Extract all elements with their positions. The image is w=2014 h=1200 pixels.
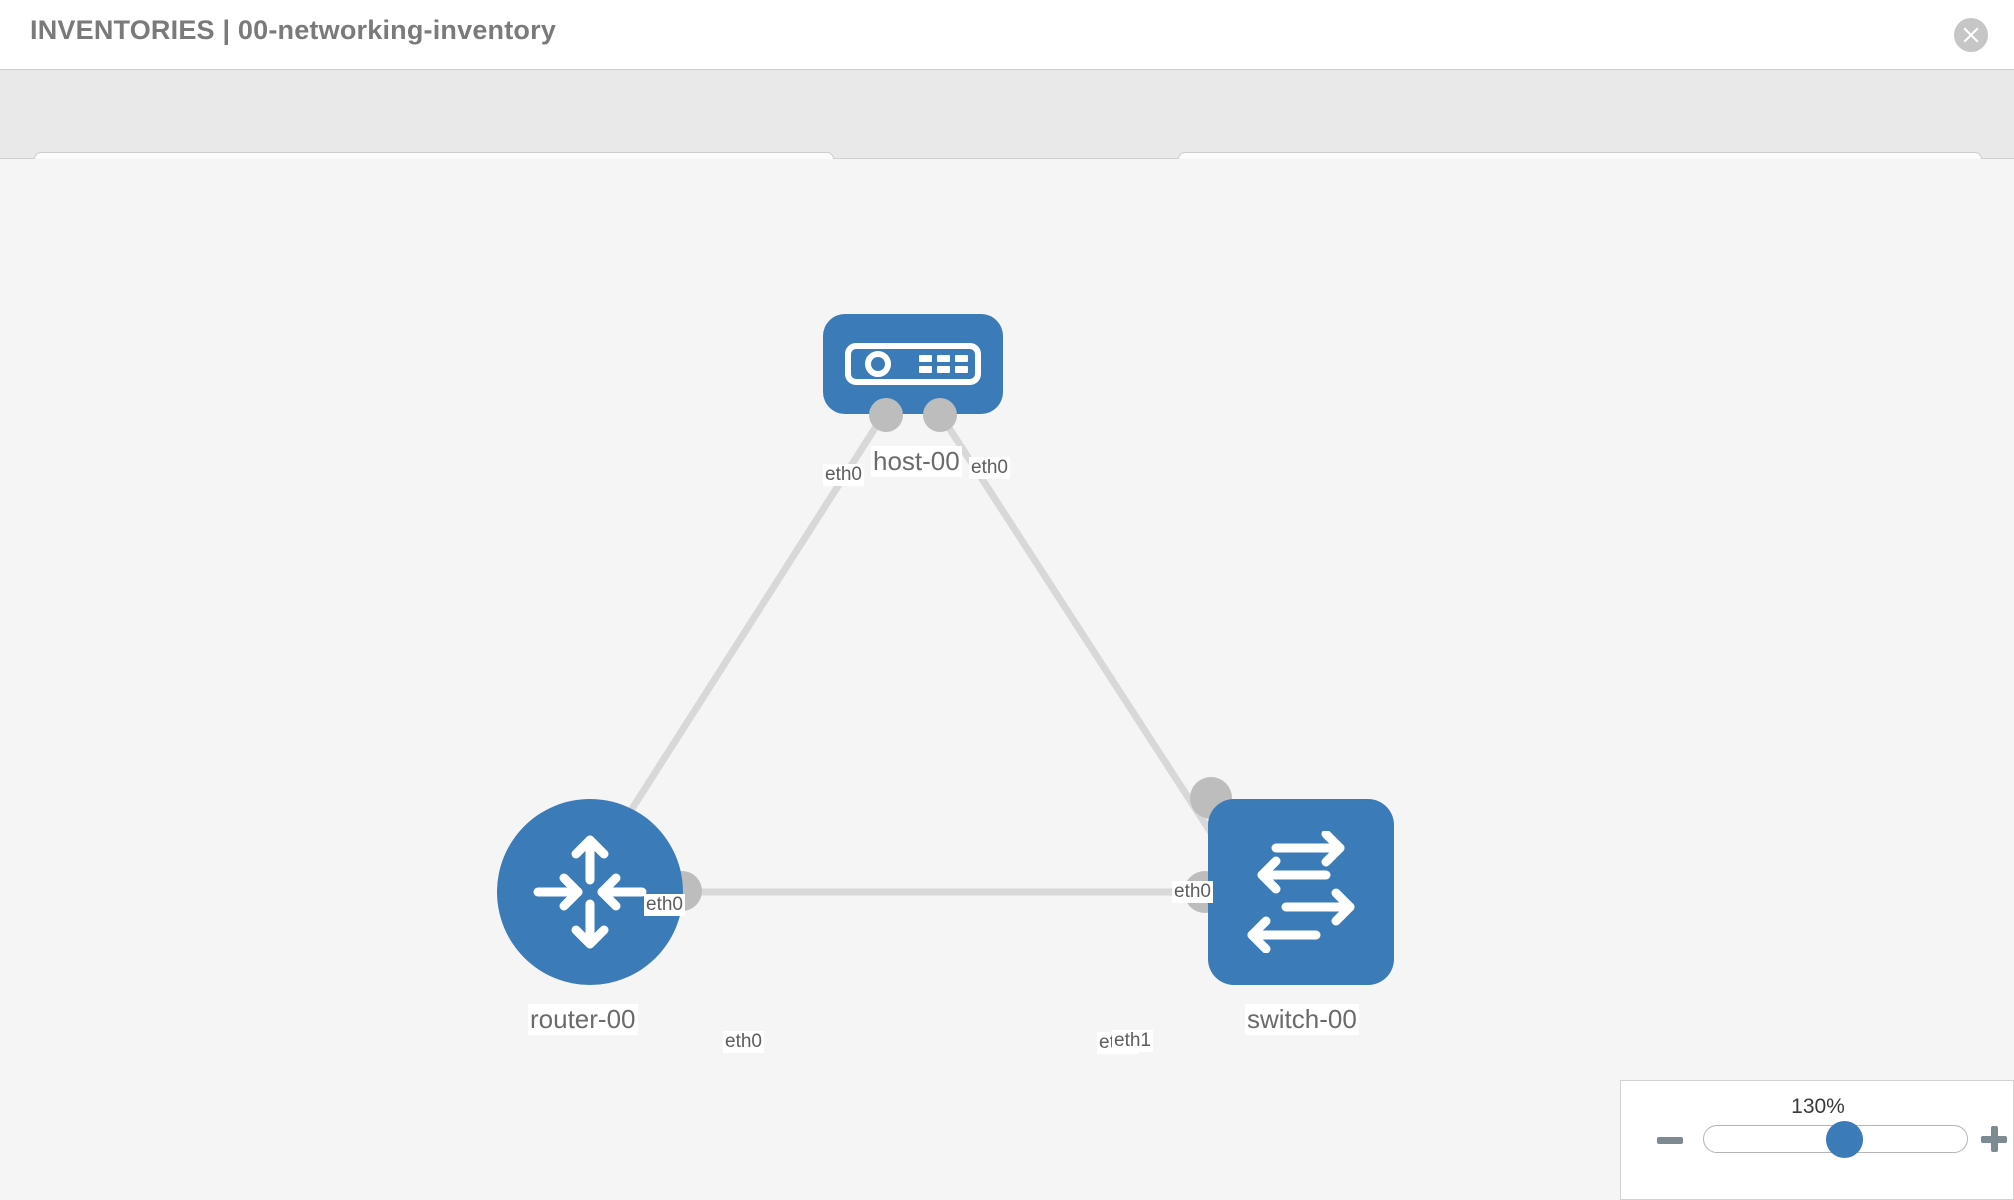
close-icon[interactable]	[1954, 18, 1988, 52]
host-node-shape	[823, 314, 1003, 414]
zoom-out-button[interactable]	[1657, 1137, 1683, 1144]
link-host-switch	[937, 412, 1231, 861]
node-label-host-00: host-00	[871, 446, 962, 477]
switch-node-shape	[1208, 799, 1394, 985]
zoom-slider-handle[interactable]	[1826, 1121, 1863, 1158]
router-arrows-icon	[533, 835, 647, 949]
node-label-router-00: router-00	[528, 1004, 638, 1035]
port-host-right[interactable]	[923, 398, 957, 432]
server-icon	[845, 343, 981, 385]
page-title: INVENTORIES | 00-networking-inventory	[30, 15, 557, 45]
iface-label-host-right: eth0	[969, 457, 1010, 479]
node-label-switch-00: switch-00	[1245, 1004, 1359, 1035]
port-host-left[interactable]	[869, 398, 903, 432]
topology-canvas[interactable]: host-00 eth0 eth0	[0, 159, 2014, 1200]
toolbar: ACTIONS SEARCH	[0, 70, 2014, 204]
topology-links	[597, 412, 1231, 896]
zoom-level-label: 130%	[1791, 1095, 1845, 1118]
zoom-control-panel: 130%	[1620, 1080, 2014, 1200]
iface-label-switch-left-front: eth1	[1112, 1030, 1153, 1052]
iface-label-host-left: eth0	[823, 464, 864, 486]
iface-label-router-up: eth0	[644, 894, 685, 916]
zoom-slider[interactable]	[1703, 1121, 1968, 1158]
switch-arrows-icon	[1247, 831, 1355, 953]
iface-label-switch-up: eth0	[1172, 881, 1213, 903]
iface-label-router-right: eth0	[723, 1031, 764, 1053]
router-node-shape	[497, 799, 683, 985]
page-header: INVENTORIES | 00-networking-inventory	[0, 0, 2014, 70]
link-host-router	[597, 412, 887, 861]
zoom-in-button[interactable]	[1981, 1126, 2007, 1152]
